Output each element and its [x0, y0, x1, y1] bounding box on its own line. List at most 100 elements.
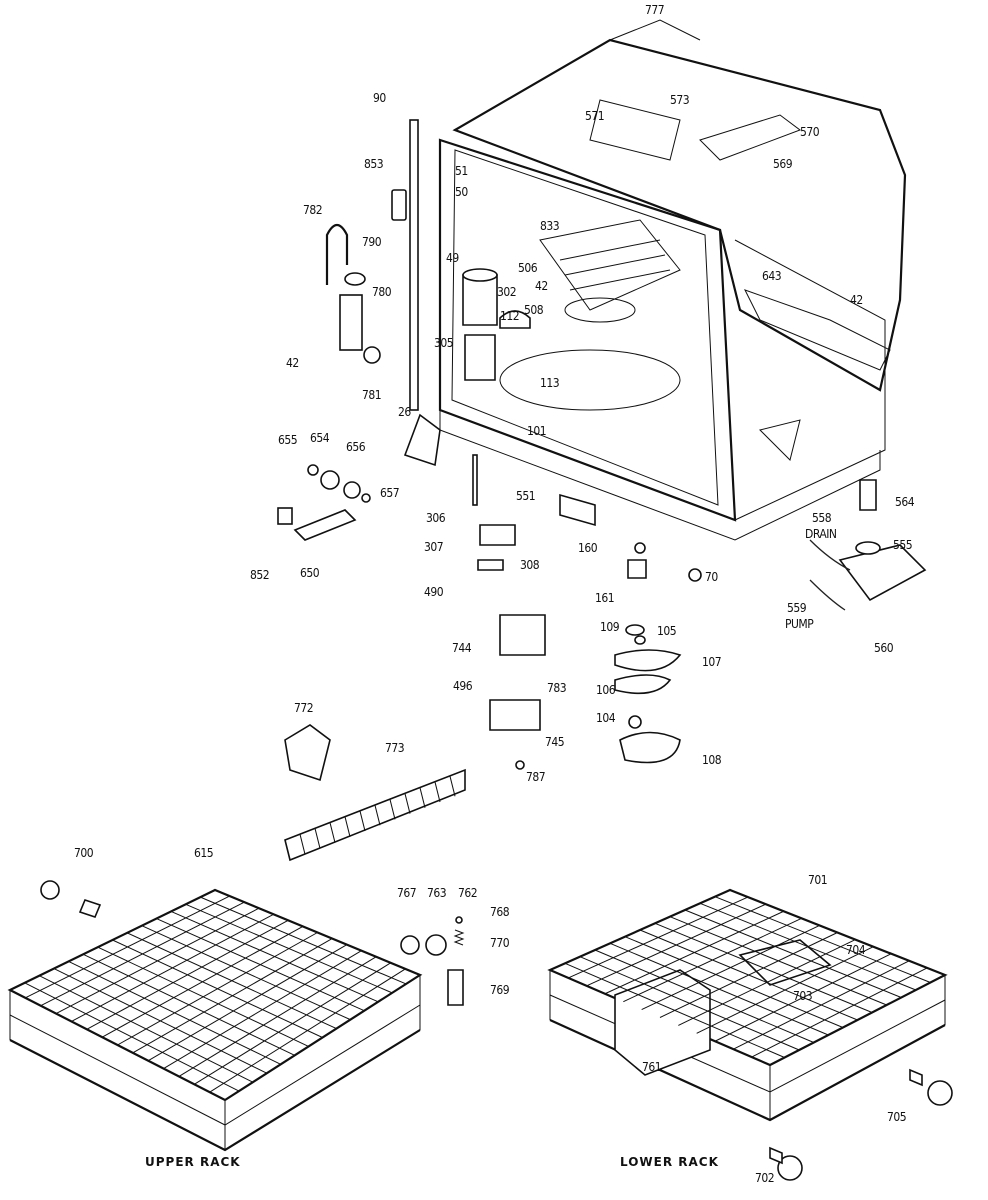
upper-rack: [7, 888, 423, 1152]
part-label-308: 308: [520, 558, 540, 572]
part-label-654: 654: [310, 431, 330, 445]
part-label-783: 783: [547, 681, 566, 695]
part-label-655: 655: [278, 433, 297, 447]
part-label-772: 772: [294, 701, 313, 715]
part-label-307: 307: [424, 540, 443, 554]
rack-wire: [194, 962, 391, 1085]
part-label-564: 564: [895, 495, 915, 509]
rack-wire: [132, 938, 333, 1054]
part-label-787: 787: [526, 770, 545, 784]
part-label-508: 508: [524, 303, 544, 317]
part-label-703: 703: [793, 989, 812, 1003]
part-label-768: 768: [490, 905, 510, 919]
panel-bar: [389, 799, 396, 820]
part-label-551: 551: [516, 489, 535, 503]
drain-caption: DRAIN: [805, 527, 837, 541]
panel-bar: [419, 787, 426, 808]
part-label-42: 42: [286, 356, 299, 370]
part-label-833: 833: [540, 219, 559, 233]
part-label-773: 773: [385, 741, 404, 755]
part-label-762: 762: [458, 886, 477, 900]
part-label-490: 490: [424, 585, 444, 599]
rack-wire: [209, 968, 406, 1093]
part-label-506: 506: [518, 261, 538, 275]
part-label-570: 570: [800, 125, 820, 139]
part-label-701: 701: [808, 873, 827, 887]
upper-rack-caption: UPPER RACK: [145, 1155, 241, 1169]
part-label-496: 496: [453, 679, 473, 693]
part-label-573: 573: [670, 93, 689, 107]
rack-wire: [156, 918, 365, 1012]
rack-wire: [751, 967, 928, 1058]
part-label-767: 767: [397, 886, 416, 900]
part-label-702: 702: [755, 1171, 774, 1185]
panel-bar: [374, 805, 381, 826]
panel-bars: [299, 776, 456, 855]
part-label-49: 49: [446, 251, 459, 265]
panel-bar: [359, 810, 366, 832]
part-label-42: 42: [535, 279, 548, 293]
part-label-769: 769: [490, 983, 510, 997]
panel-bar: [344, 816, 351, 837]
part-label-104: 104: [596, 711, 616, 725]
rack-wire: [147, 944, 348, 1062]
part-label-761: 761: [642, 1060, 661, 1074]
lower-rack: [547, 888, 948, 1122]
rack-panel: [284, 768, 466, 862]
side-parts: [277, 119, 927, 782]
lower-rack-caption: LOWER RACK: [620, 1155, 719, 1169]
part-label-108: 108: [702, 753, 722, 767]
part-label-112: 112: [500, 309, 519, 323]
part-label-777: 777: [645, 3, 664, 17]
pump-caption: PUMP: [785, 617, 814, 631]
rack-wire: [684, 909, 902, 998]
part-label-90: 90: [373, 91, 386, 105]
part-label-42: 42: [850, 293, 863, 307]
part-label-615: 615: [194, 846, 213, 860]
part-label-302: 302: [497, 285, 516, 299]
rack-wire: [117, 932, 318, 1046]
panel-bar: [329, 822, 336, 843]
rack-wire: [178, 956, 377, 1077]
part-label-790: 790: [362, 235, 382, 249]
part-label-705: 705: [887, 1110, 906, 1124]
part-label-51: 51: [455, 164, 468, 178]
part-label-700: 700: [74, 846, 94, 860]
rack-wire: [163, 950, 362, 1070]
part-label-555: 555: [893, 538, 912, 552]
part-label-763: 763: [427, 886, 446, 900]
part-label-109: 109: [600, 620, 620, 634]
part-label-101: 101: [527, 424, 546, 438]
part-label-770: 770: [490, 936, 510, 950]
rack-wire: [126, 932, 337, 1030]
panel-bar: [299, 834, 306, 855]
part-label-650: 650: [300, 566, 320, 580]
part-label-105: 105: [657, 624, 676, 638]
part-label-560: 560: [874, 641, 894, 655]
rack-wire: [141, 925, 351, 1021]
part-label-559: 559: [787, 601, 807, 615]
part-label-113: 113: [540, 376, 559, 390]
part-label-782: 782: [303, 203, 322, 217]
part-label-50: 50: [455, 185, 468, 199]
part-label-569: 569: [773, 157, 793, 171]
part-label-306: 306: [426, 511, 446, 525]
part-label-781: 781: [362, 388, 381, 402]
part-label-643: 643: [762, 269, 781, 283]
rack-wire: [185, 903, 393, 994]
part-label-745: 745: [545, 735, 564, 749]
rack-wire: [699, 902, 917, 991]
rack-wire: [170, 910, 379, 1003]
part-label-160: 160: [578, 541, 598, 555]
panel-bar: [404, 793, 411, 814]
part-label-852: 852: [250, 568, 269, 582]
part-label-106: 106: [596, 683, 616, 697]
part-label-26: 26: [398, 405, 411, 419]
rack-parts: [40, 880, 953, 1181]
rack-wire: [714, 896, 931, 983]
part-label-305: 305: [434, 336, 453, 350]
part-label-571: 571: [585, 109, 604, 123]
